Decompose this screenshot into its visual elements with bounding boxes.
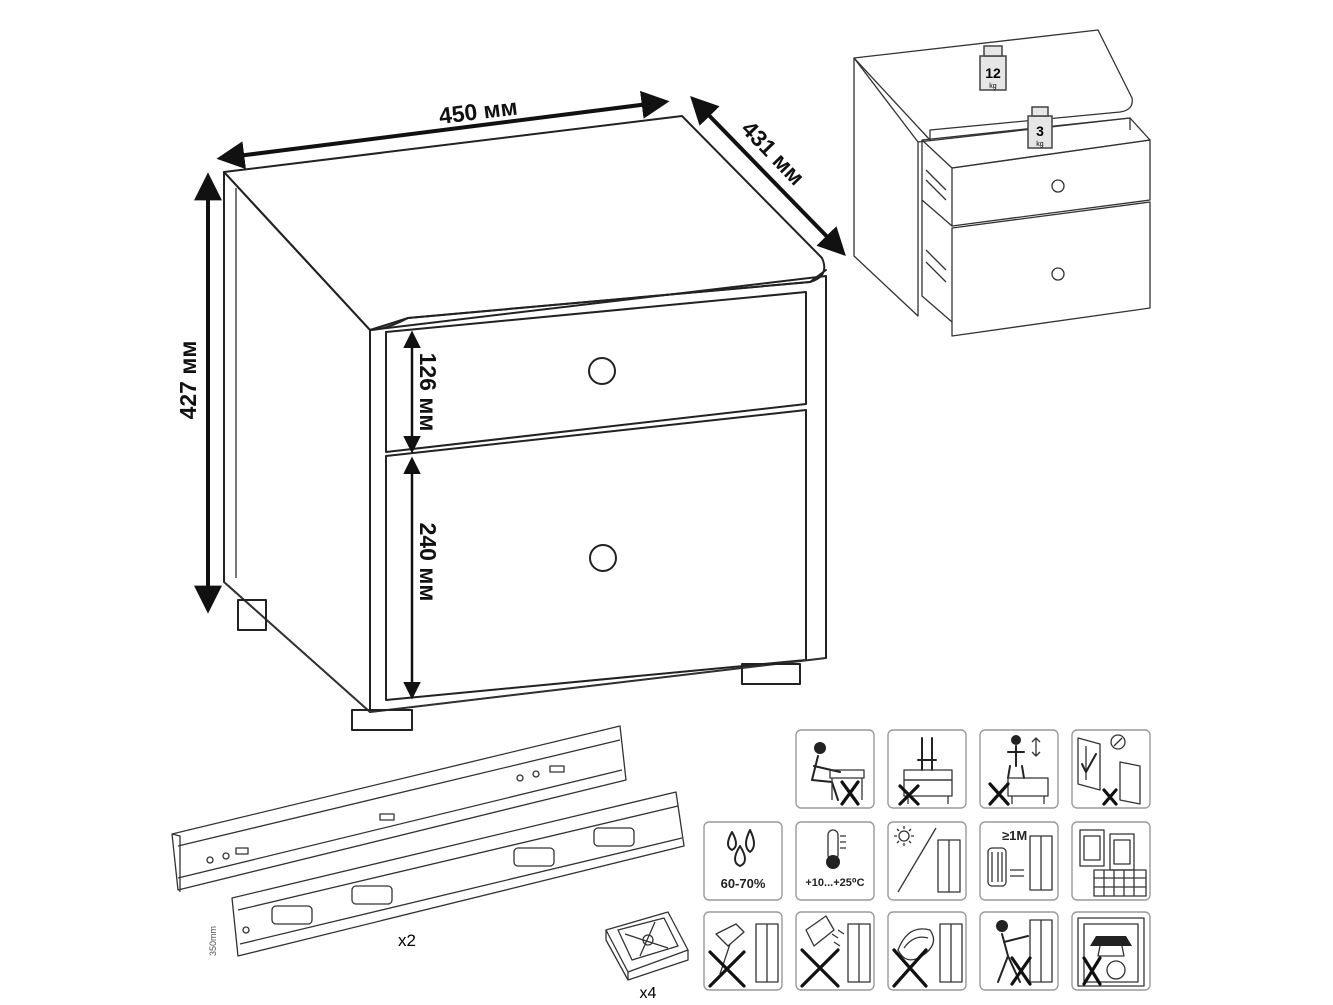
no-abrasive-cleaning-icon: [887, 911, 967, 991]
front-left-foot: [351, 709, 413, 731]
no-hanging-icon: [887, 729, 967, 809]
dimension-lines: [194, 90, 846, 700]
temperature-icon: +10...+25⁰C: [795, 821, 875, 901]
slide-quantity-label: x2: [398, 931, 416, 950]
height-label: 427 мм: [175, 341, 201, 420]
top-drawer-height-label: 126 мм: [415, 353, 441, 432]
no-standing-icon: [979, 729, 1059, 809]
distance-label: ≥1M: [1002, 828, 1027, 843]
anchor-to-wall-icon: [1071, 729, 1151, 809]
no-direct-sunlight-icon: [887, 821, 967, 901]
top-weight-value: 12: [985, 65, 1001, 81]
no-sharp-tools-icon: [703, 911, 783, 991]
no-sitting-icon: [795, 729, 875, 809]
assembly-area-icon: [1071, 821, 1151, 901]
bottom-drawer-knob: [589, 544, 617, 572]
humidity-icon: 60-70%: [703, 821, 783, 901]
no-pushing-icon: [979, 911, 1059, 991]
feet-quantity-label: x4: [640, 985, 657, 1000]
drawer-weight-unit: kg: [1036, 141, 1044, 148]
no-chemical-spray-icon: [795, 911, 875, 991]
bottom-drawer-height-label: 240 мм: [415, 523, 441, 602]
front-right-foot: [741, 663, 801, 685]
top-drawer-knob: [588, 357, 616, 385]
open-drawer: [951, 139, 1151, 227]
top-weight-unit: kg: [989, 83, 997, 90]
humidity-label: 60-70%: [721, 876, 766, 891]
drawer-slides-drawing: 350mm x2: [171, 725, 685, 957]
distance-from-heater-icon: ≥1M: [979, 821, 1059, 901]
lower-drawer: [951, 201, 1151, 337]
top-drawer: [385, 291, 807, 453]
slide-length-label: 350mm: [208, 926, 218, 956]
drawer-weight-value: 3: [1036, 123, 1044, 139]
cabinet-front-frame: [369, 275, 827, 713]
load-capacity-drawing: 12 kg 3 kg: [853, 29, 1151, 337]
nightstand-drawing: [223, 115, 827, 731]
no-overload-icon: [1071, 911, 1151, 991]
temperature-label: +10...+25⁰C: [805, 877, 864, 889]
foot-part-drawing: x4: [605, 911, 689, 1002]
drawer-weight-icon: [1027, 106, 1053, 149]
top-weight-icon: [979, 45, 1007, 91]
back-left-foot: [237, 599, 267, 631]
